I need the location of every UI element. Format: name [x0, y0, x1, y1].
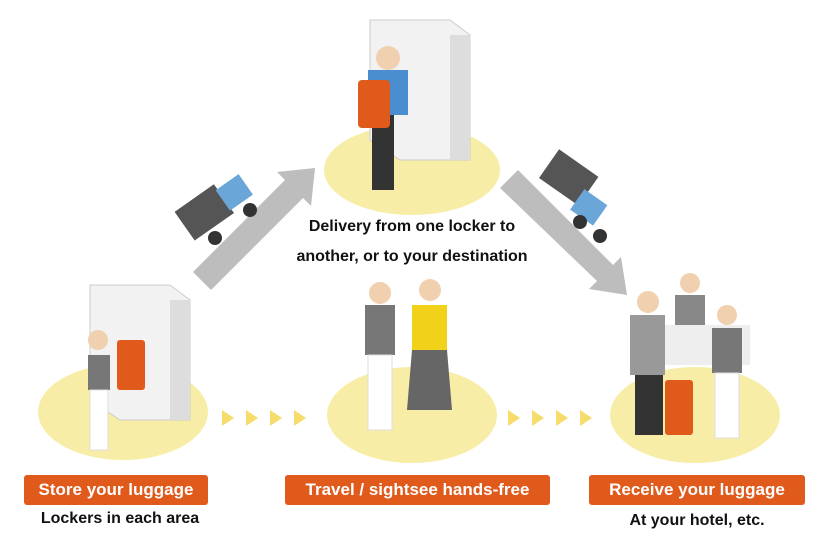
arrow-down-right — [500, 170, 627, 295]
arrow-up-right — [193, 168, 315, 290]
step-receive-subtitle: At your hotel, etc. — [629, 512, 765, 529]
hotel-scene — [630, 273, 750, 439]
delivery-person — [358, 46, 408, 190]
truck-icon-right — [539, 149, 608, 243]
step-receive-badge: Receive your luggage — [589, 475, 805, 505]
delivery-caption: Delivery from one locker to another, or … — [262, 212, 562, 272]
step-store-badge: Store your luggage — [24, 475, 208, 505]
truck-icon-left — [174, 174, 257, 245]
travelers — [365, 279, 452, 431]
step-store-subtitle: Lockers in each area — [40, 510, 200, 527]
caption-line-2: another, or to your destination — [296, 248, 528, 265]
chevrons — [222, 410, 592, 426]
step-travel-badge: Travel / sightsee hands-free — [285, 475, 550, 505]
caption-line-1: Delivery from one locker to — [308, 218, 516, 235]
person-storing — [88, 330, 145, 451]
